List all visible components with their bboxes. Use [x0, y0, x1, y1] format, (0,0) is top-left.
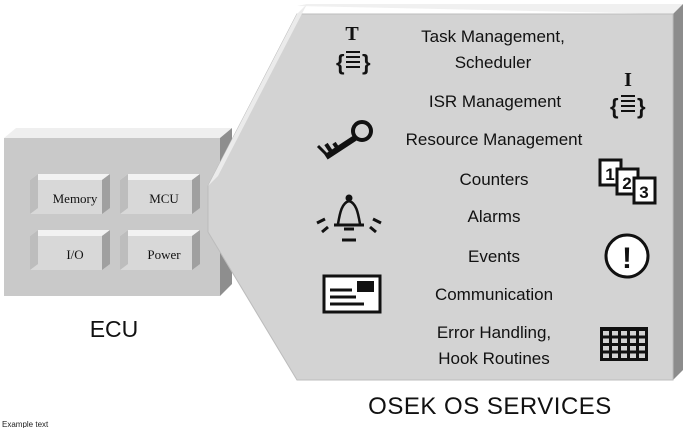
grid-icon [600, 327, 648, 361]
service-events: Events [468, 247, 520, 266]
service-resource-management: Resource Management [406, 130, 583, 149]
ecu-block-io: I/O [30, 230, 110, 270]
service-counters: Counters [460, 170, 529, 189]
grid-cell [612, 353, 618, 358]
service-communication: Communication [435, 285, 553, 304]
ecu-label: ECU [90, 316, 139, 342]
svg-text:T: T [345, 23, 359, 45]
ecu-box-face [4, 138, 220, 296]
communication-icon [322, 274, 382, 314]
service-error-handling: Error Handling, [437, 323, 551, 342]
service-isr-management: ISR Management [429, 92, 562, 111]
svg-text:1: 1 [605, 165, 614, 184]
grid-cell [621, 353, 627, 358]
ecu-box-top [4, 128, 232, 138]
grid-cell [630, 331, 636, 336]
task-icon: T { } [336, 23, 371, 75]
grid-cell [621, 338, 627, 343]
grid-cell [639, 338, 645, 343]
svg-text:3: 3 [639, 183, 648, 202]
svg-text:2: 2 [622, 174, 631, 193]
power-label: Power [147, 247, 181, 262]
grid-cell [603, 346, 609, 351]
ecu-block-memory: Memory [30, 174, 110, 214]
grid-cell [621, 346, 627, 351]
grid-cell [639, 331, 645, 336]
key-icon [316, 120, 373, 160]
event-icon: ! [604, 233, 650, 279]
service-hook-routines: Hook Routines [438, 349, 550, 368]
grid-cell [612, 346, 618, 351]
ecu-block-mcu: MCU [120, 174, 200, 214]
io-label: I/O [66, 247, 83, 262]
svg-text:}: } [362, 50, 371, 75]
osek-caption: OSEK OS SERVICES [368, 393, 612, 420]
grid-cell [603, 331, 609, 336]
service-alarms: Alarms [468, 207, 521, 226]
svg-text:}: } [637, 94, 646, 119]
grid-cell [621, 331, 627, 336]
grid-cell [630, 353, 636, 358]
grid-cell [630, 346, 636, 351]
svg-text:{: { [610, 94, 619, 119]
grid-cell [603, 338, 609, 343]
svg-text:I: I [624, 69, 632, 91]
osek-panel-top [297, 4, 683, 14]
grid-cell [612, 331, 618, 336]
memory-label: Memory [53, 191, 98, 206]
grid-cell [603, 353, 609, 358]
grid-cell [639, 353, 645, 358]
bell-icon [316, 194, 382, 242]
service-task-management: Task Management, [421, 27, 565, 46]
mcu-label: MCU [149, 191, 179, 206]
service-list: Task Management, Scheduler ISR Managemen… [406, 27, 583, 368]
grid-cell [612, 338, 618, 343]
grid-cell [639, 346, 645, 351]
svg-text:{: { [336, 50, 345, 75]
osek-panel-side [673, 4, 683, 380]
service-scheduler: Scheduler [455, 53, 532, 72]
svg-text:!: ! [622, 242, 632, 275]
counters-icon: 1 2 3 [598, 158, 657, 205]
grid-cell [630, 338, 636, 343]
osek-panel-edge [208, 4, 307, 186]
isr-icon: I { } [610, 69, 646, 119]
ecu-block-power: Power [120, 230, 200, 270]
footnote-text: Example text [2, 420, 49, 428]
